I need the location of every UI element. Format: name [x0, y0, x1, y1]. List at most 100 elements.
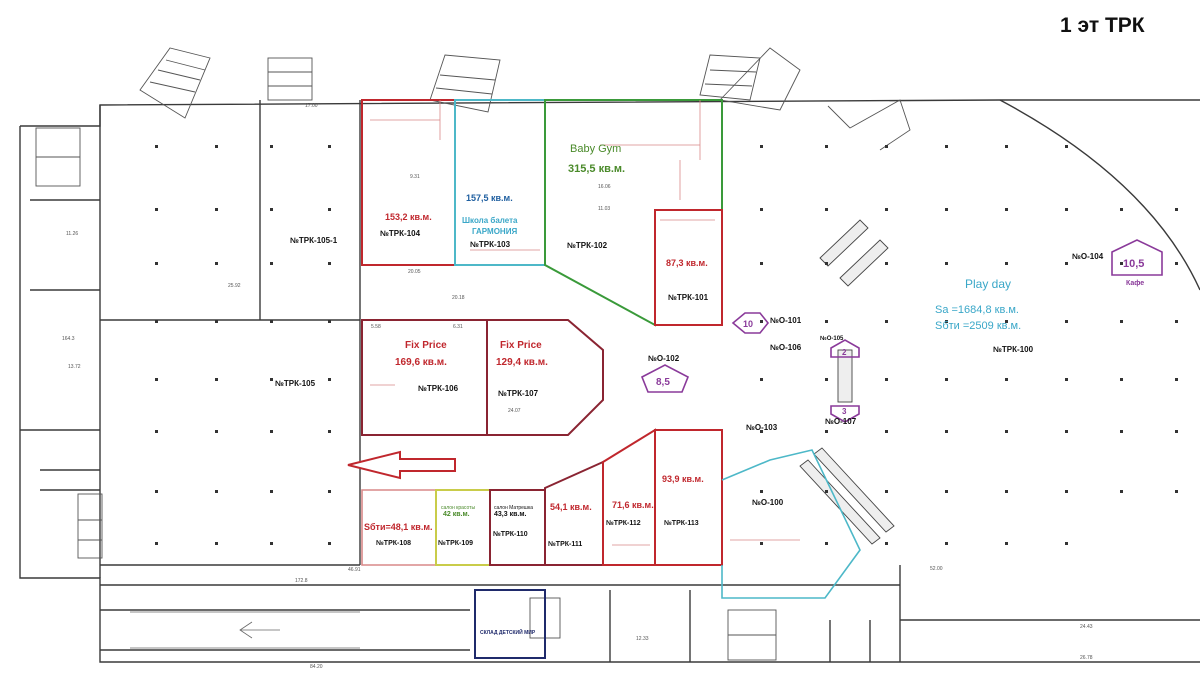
column-marker	[1175, 208, 1178, 211]
column-marker	[1175, 490, 1178, 493]
column-marker	[945, 145, 948, 148]
column-marker	[155, 320, 158, 323]
column-marker	[328, 262, 331, 265]
outline-106	[361, 319, 488, 436]
column-marker	[760, 430, 763, 433]
unit-104-area: 153,2 кв.м.	[385, 212, 432, 222]
badge-cafe-shape	[1111, 239, 1163, 276]
column-marker	[328, 542, 331, 545]
column-marker	[1120, 378, 1123, 381]
column-marker	[328, 430, 331, 433]
column-marker	[328, 145, 331, 148]
dim: 13.72	[68, 364, 81, 370]
column-marker	[1175, 378, 1178, 381]
column-marker	[825, 378, 828, 381]
unit-101-code: №ТРК-101	[668, 293, 709, 302]
column-marker	[328, 378, 331, 381]
unit-labels: 153,2 кв.м. №ТРК-104 157,5 кв.м. Школа б…	[275, 143, 1034, 548]
column-marker	[760, 320, 763, 323]
unit-102-tenant: Baby Gym	[570, 143, 621, 155]
column-marker	[1065, 145, 1068, 148]
column-marker	[760, 378, 763, 381]
unit-113-code: №ТРК-113	[664, 519, 699, 527]
badge-cafe-value: 10,5	[1123, 258, 1144, 270]
column-marker	[215, 320, 218, 323]
column-marker	[1175, 262, 1178, 265]
warehouse-label: СКЛАД ДЕТСКИЙ МИР	[480, 628, 536, 636]
column-marker	[760, 208, 763, 211]
column-marker	[760, 145, 763, 148]
column-marker	[945, 490, 948, 493]
dim: 6.31	[453, 324, 463, 330]
column-marker	[825, 542, 828, 545]
column-marker	[1120, 430, 1123, 433]
column-marker	[760, 490, 763, 493]
column-marker	[945, 208, 948, 211]
column-marker	[1005, 262, 1008, 265]
common-area-labels: №О-104 №О-101 №О-106 №О-105 №О-102 №О-10…	[648, 252, 1104, 507]
dim: 24.07	[508, 408, 521, 414]
column-marker	[760, 542, 763, 545]
column-marker	[885, 378, 888, 381]
column-marker	[1005, 145, 1008, 148]
outline-110	[489, 489, 546, 566]
column-marker	[760, 262, 763, 265]
badge-10-shape	[731, 312, 770, 334]
column-marker	[155, 262, 158, 265]
column-marker	[1065, 262, 1068, 265]
column-marker	[1120, 208, 1123, 211]
column-marker	[155, 430, 158, 433]
dim: 25.92	[228, 283, 241, 289]
column-marker	[215, 490, 218, 493]
dim: 12.33	[636, 636, 649, 642]
unit-111-area: 54,1 кв.м.	[550, 502, 592, 512]
partitions	[370, 100, 800, 546]
dim: 11.26	[66, 231, 78, 237]
common-o103: №О-103	[746, 423, 778, 432]
unit-103-code: №ТРК-103	[470, 240, 511, 249]
dim: 9.31	[410, 174, 420, 180]
column-marker	[1120, 262, 1123, 265]
column-marker	[328, 490, 331, 493]
column-marker	[1120, 320, 1123, 323]
unit-109-tenant: салон красоты	[441, 505, 475, 511]
unit-102-code: №ТРК-102	[567, 241, 608, 250]
column-marker	[825, 208, 828, 211]
unit-107-area: 129,4 кв.м.	[496, 357, 548, 368]
badge-2-shape	[830, 339, 860, 358]
dimension-labels: 17.00 20.05 20.18 25.92 6.31 9.31 11.03 …	[62, 103, 1093, 670]
column-marker	[825, 320, 828, 323]
column-marker	[885, 208, 888, 211]
common-o107: №О-107	[825, 417, 857, 426]
unit-101-area: 87,3 кв.м.	[666, 258, 708, 268]
column-marker	[1005, 542, 1008, 545]
unit-103-tenant: Школа балета	[462, 216, 518, 225]
exit-arrow-icon	[347, 450, 456, 480]
unit-109-code: №ТРК-109	[438, 539, 473, 547]
column-marker	[215, 430, 218, 433]
unit-102-area: 315,5 кв.м.	[568, 163, 625, 175]
common-o101: №О-101	[770, 316, 802, 325]
common-o104: №О-104	[1072, 252, 1104, 261]
column-marker	[270, 490, 273, 493]
column-marker	[1175, 320, 1178, 323]
unit-100-area: Sа =1684,8 кв.м.	[935, 304, 1019, 316]
badge-2-value: 2	[842, 348, 847, 357]
column-marker	[1005, 320, 1008, 323]
column-marker	[885, 320, 888, 323]
outline-102	[544, 99, 723, 327]
column-marker	[885, 430, 888, 433]
column-marker	[1065, 430, 1068, 433]
stairs	[35, 47, 911, 661]
column-marker	[155, 542, 158, 545]
column-marker	[155, 208, 158, 211]
column-marker	[270, 430, 273, 433]
column-marker	[1005, 378, 1008, 381]
dim: 172.8	[295, 578, 308, 584]
column-marker	[1175, 430, 1178, 433]
outline-113	[654, 429, 723, 566]
outline-warehouse	[474, 589, 546, 659]
column-marker	[945, 378, 948, 381]
column-marker	[1065, 320, 1068, 323]
column-marker	[825, 490, 828, 493]
